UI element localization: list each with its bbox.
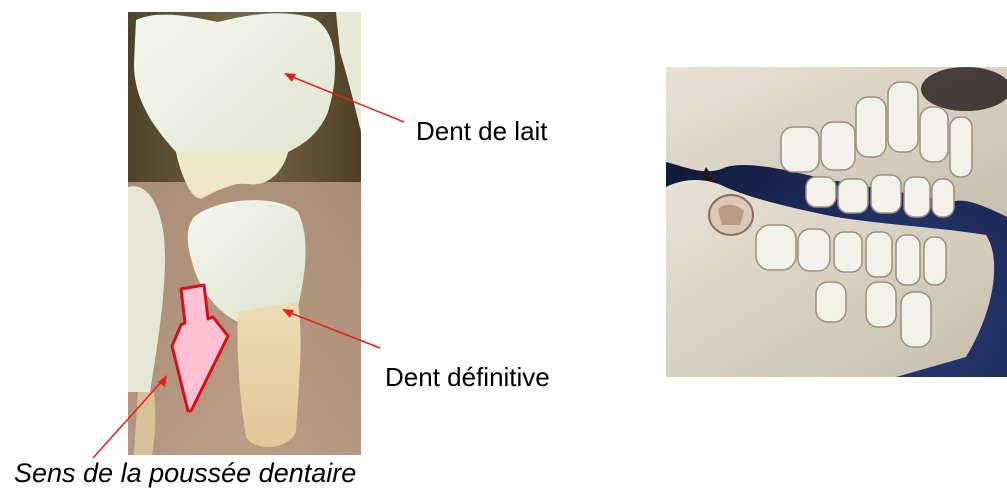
eruption-direction-pointer xyxy=(93,375,167,458)
milk-tooth-label: Dent de lait xyxy=(416,116,548,147)
permanent-tooth-pointer xyxy=(282,309,380,348)
permanent-tooth-label: Dent définitive xyxy=(385,362,550,393)
eruption-direction-label: Sens de la poussée dentaire xyxy=(14,458,356,489)
milk-tooth-pointer xyxy=(284,73,404,122)
